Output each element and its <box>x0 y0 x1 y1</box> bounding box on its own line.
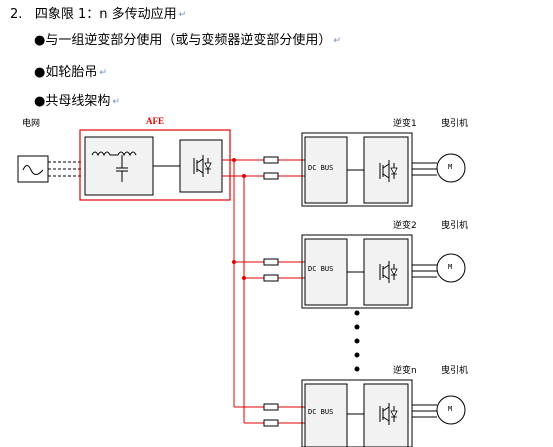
paragraph-mark: ↵ <box>112 97 120 107</box>
dc-bus-box <box>304 238 348 306</box>
paragraph-mark: ↵ <box>333 36 341 46</box>
inverter-unit-n <box>301 379 466 447</box>
ac-source-icon <box>17 155 49 183</box>
motor-1-label: 曳引机 <box>441 119 469 129</box>
paragraph-mark: ↵ <box>99 68 107 78</box>
bullet-text: 共母线架构 <box>45 94 111 109</box>
afe-filter-box <box>84 136 154 196</box>
section-heading: 2. 四象限 1：n 多传动应用↵ <box>10 3 186 22</box>
inductor-icon <box>91 151 137 157</box>
afe-rectifier-box <box>179 139 223 193</box>
motor-2-symbol: M <box>448 263 453 271</box>
dc-link-junctions <box>232 158 246 280</box>
afe-outline <box>79 129 231 201</box>
inverter-unit-1 <box>301 132 466 207</box>
motor-n-symbol: M <box>448 405 453 413</box>
ellipsis-dots <box>354 310 360 372</box>
motor-icon <box>436 153 466 183</box>
dc-bus-box <box>304 136 348 204</box>
grid-source <box>17 155 82 183</box>
bullet-text: 与一组逆变部分使用（或与变频器逆变部分使用） <box>45 33 332 48</box>
inverter-unit-2 <box>301 234 466 309</box>
sine-wave-icon <box>22 165 44 175</box>
motor-2-label: 曳引机 <box>441 221 469 231</box>
bullet-text: 如轮胎吊 <box>45 65 98 80</box>
motor-icon <box>436 395 466 425</box>
bullet-icon: ● <box>34 65 46 80</box>
grid-label: 电网 <box>22 119 41 129</box>
bullet-icon: ● <box>34 33 46 48</box>
paragraph-mark: ↵ <box>178 10 187 20</box>
heading-text: 四象限 1：n 多传动应用 <box>34 7 177 22</box>
dc-bus-box <box>304 383 348 447</box>
afe-block <box>79 129 231 201</box>
dc-bus-n-label: DC BUS <box>308 408 334 416</box>
bullet-item-2: ●如轮胎吊↵ <box>34 61 107 80</box>
inverter-n-label: 逆变n <box>393 366 417 376</box>
dc-link-bus <box>222 159 305 424</box>
inverter-1-label: 逆变1 <box>393 119 417 129</box>
inverter-bridge-box <box>363 383 409 447</box>
afe-label: AFE <box>146 116 164 126</box>
bullet-icon: ● <box>34 94 46 109</box>
dc-bus-1-label: DC BUS <box>308 164 334 172</box>
motor-n-label: 曳引机 <box>441 366 469 376</box>
inverter-2-label: 逆变2 <box>393 221 417 231</box>
dc-bus-2-label: DC BUS <box>308 265 334 273</box>
motor-icon <box>436 253 466 283</box>
inverter-bridge-box <box>363 238 409 306</box>
heading-number: 2. <box>10 7 23 22</box>
inverter-bridge-box <box>363 136 409 204</box>
bullet-item-3: ●共母线架构↵ <box>34 90 120 109</box>
motor-1-symbol: M <box>448 163 453 171</box>
dc-link-resistors <box>263 156 279 427</box>
bullet-item-1: ●与一组逆变部分使用（或与变频器逆变部分使用）↵ <box>34 29 341 48</box>
